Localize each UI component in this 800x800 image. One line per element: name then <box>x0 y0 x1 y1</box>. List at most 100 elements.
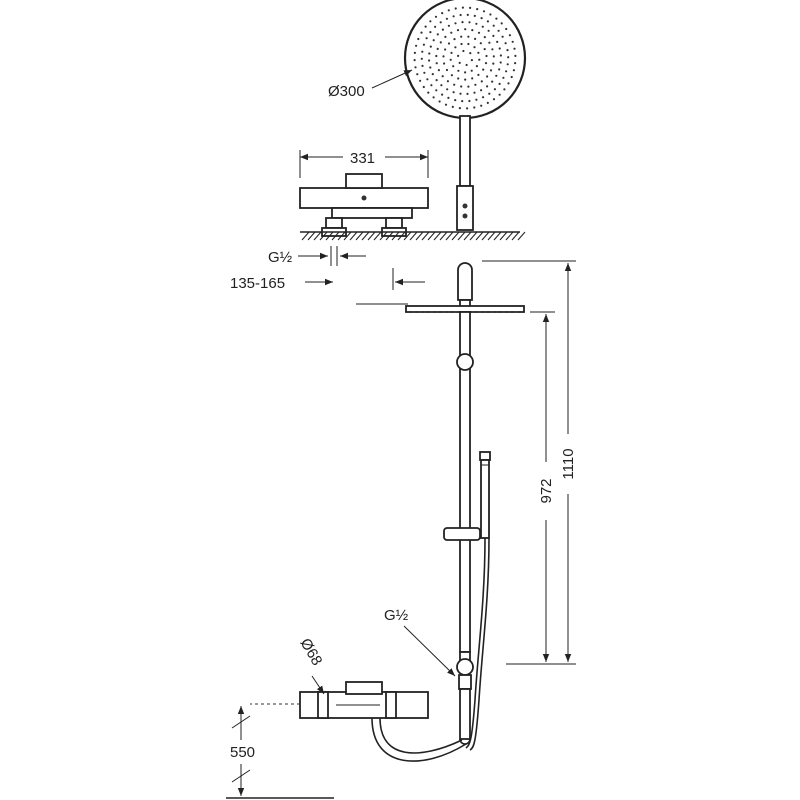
nozzle-dot <box>470 59 473 62</box>
nozzle-dot <box>429 30 432 34</box>
nozzle-dot <box>450 51 453 55</box>
nozzle-dot <box>500 22 503 25</box>
nozzle-dot <box>489 13 492 16</box>
wall-hatch-line <box>469 231 478 241</box>
nozzle-dot <box>413 59 416 62</box>
nozzle-dot <box>456 29 460 32</box>
nozzle-dot <box>432 39 435 42</box>
nozzle-dot <box>417 37 420 41</box>
nozzle-dot <box>486 20 489 23</box>
wall-hatch-line <box>409 231 418 241</box>
nozzle-dot <box>458 107 461 110</box>
wall-hatch-line <box>397 231 406 241</box>
nozzle-dot <box>444 103 448 106</box>
nozzle-dot <box>473 14 476 17</box>
nozzle-dot <box>450 31 453 34</box>
nozzle-dot <box>467 42 470 46</box>
nozzle-dot <box>457 69 460 72</box>
nozzle-dot <box>436 47 439 51</box>
nozzle-dot <box>477 51 480 54</box>
nozzle-dot <box>471 77 474 80</box>
mixer-width-label: 331 <box>350 150 375 167</box>
wall-hatch-line <box>415 231 424 241</box>
nozzle-dot <box>440 84 443 87</box>
nozzle-dot <box>486 75 489 78</box>
nozzle-dot <box>439 21 442 24</box>
bar-height-label: 972 <box>538 478 555 503</box>
nozzle-dot <box>415 44 418 47</box>
wall-hatch-line <box>319 231 328 241</box>
mixer-height-label: 550 <box>230 744 255 761</box>
nozzle-dot <box>498 82 501 85</box>
nozzle-pattern <box>413 6 517 110</box>
nozzle-dot <box>464 28 467 31</box>
nozzle-dot <box>488 41 491 44</box>
nozzle-dot <box>480 80 483 83</box>
nozzle-dot <box>434 25 437 28</box>
mixer-top-view: 331 <box>299 150 429 237</box>
nozzle-dot <box>507 82 510 85</box>
nozzle-dot <box>445 17 448 20</box>
nozzle-dot <box>428 52 431 55</box>
nozzle-dot <box>468 99 471 103</box>
wall-hatch-line <box>331 231 340 241</box>
nozzle-dot <box>428 59 431 62</box>
nozzle-dot <box>429 66 432 69</box>
nozzle-dot <box>447 24 450 27</box>
wall-hatch-line <box>385 231 394 241</box>
nozzle-dot <box>466 92 469 95</box>
nozzle-dot <box>441 93 444 96</box>
nozzle-dot <box>491 80 494 83</box>
wall-hatch-line <box>379 231 388 241</box>
nozzle-dot <box>453 38 456 41</box>
nozzle-dot <box>438 100 441 103</box>
nozzle-dot <box>502 76 505 79</box>
nozzle-dot <box>420 31 423 34</box>
nozzle-dot <box>446 80 449 83</box>
nozzle-dot <box>461 100 464 103</box>
nozzle-dot <box>436 33 439 36</box>
nozzle-dot <box>449 58 452 61</box>
nozzle-dot <box>459 92 462 95</box>
nozzle-dot <box>514 54 517 58</box>
nozzle-dot <box>484 62 488 65</box>
nozzle-dot <box>505 70 508 73</box>
nozzle-dot <box>478 58 481 61</box>
wall-hatch-line <box>403 231 412 241</box>
nozzle-dot <box>503 88 506 91</box>
nozzle-dot <box>460 35 463 38</box>
nozzle-dot <box>469 52 472 55</box>
wall-hatch-line <box>481 231 490 241</box>
nozzle-dot <box>431 73 434 76</box>
wall-hatch-line <box>343 231 352 241</box>
nozzle-dot <box>477 31 481 34</box>
nozzle-dot <box>459 13 462 17</box>
spacing-label: 135-165 <box>230 275 285 292</box>
nozzle-dot <box>501 35 504 38</box>
wall-hatch-line <box>427 231 436 241</box>
thread-bottom-label: G½ <box>384 607 409 624</box>
nozzle-dot <box>507 56 510 59</box>
wall-hatch-line <box>367 231 376 241</box>
wall-hatch-line <box>421 231 430 241</box>
nozzle-dot <box>470 69 473 72</box>
knob-diameter-dimension: Ø68 <box>297 636 325 695</box>
nozzle-dot <box>492 24 495 27</box>
wall-hatch-line <box>499 231 508 241</box>
nozzle-dot <box>435 62 438 65</box>
nozzle-dot <box>480 17 483 20</box>
nozzle-dot <box>450 74 453 77</box>
nozzle-dot <box>464 71 467 74</box>
nozzle-dot <box>491 48 494 51</box>
nozzle-dot <box>434 15 438 18</box>
nozzle-dot <box>464 78 467 81</box>
nozzle-dot <box>413 51 416 55</box>
nozzle-dot <box>458 61 461 64</box>
nozzle-dot <box>466 13 469 16</box>
wall-hatch-line <box>463 231 472 241</box>
connection-dimensions: G½ 135-165 <box>230 246 425 292</box>
nozzle-dot <box>465 63 468 67</box>
nozzle-dot <box>506 49 509 52</box>
thread-top-label: G½ <box>268 249 293 266</box>
nozzle-dot <box>475 22 478 25</box>
